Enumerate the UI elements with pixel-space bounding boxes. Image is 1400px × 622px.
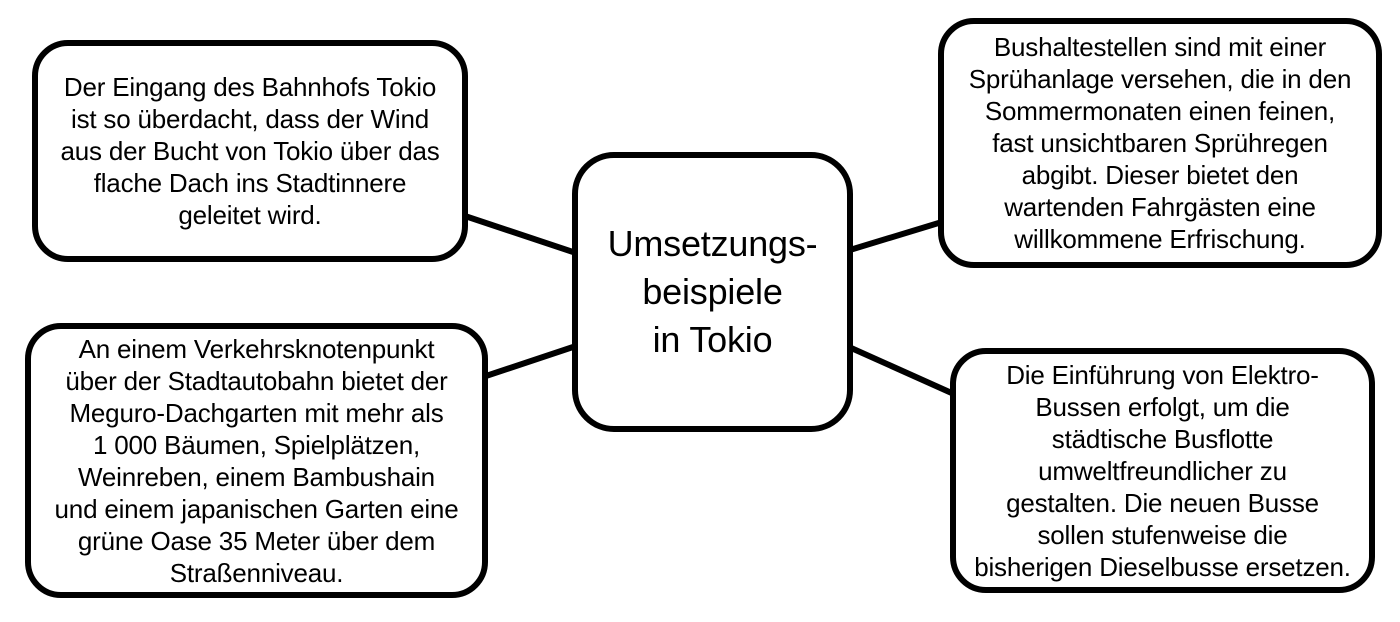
node-top-left: Der Eingang des Bahnhofs Tokio ist so üb… (32, 40, 468, 262)
node-center: Umsetzungs- beispiele in Tokio (572, 152, 853, 432)
node-top-left-text: Der Eingang des Bahnhofs Tokio ist so üb… (60, 72, 440, 230)
node-top-right: Bushaltestellen sind mit einer Sprühanla… (938, 18, 1382, 268)
node-top-right-text: Bushaltestellen sind mit einer Sprühanla… (968, 32, 1352, 254)
connector-bottom-right (838, 340, 967, 402)
node-bottom-right-text: Die Einführung von Elektro- Bussen erfol… (974, 359, 1351, 582)
node-bottom-left: An einem Verkehrsknotenpunkt über der St… (25, 323, 488, 598)
node-bottom-right: Die Einführung von Elektro- Bussen erfol… (950, 348, 1375, 593)
node-center-text: Umsetzungs- beispiele in Tokio (607, 223, 818, 360)
connector-top-right (839, 215, 956, 256)
node-bottom-left-text: An einem Verkehrsknotenpunkt über der St… (54, 333, 459, 588)
